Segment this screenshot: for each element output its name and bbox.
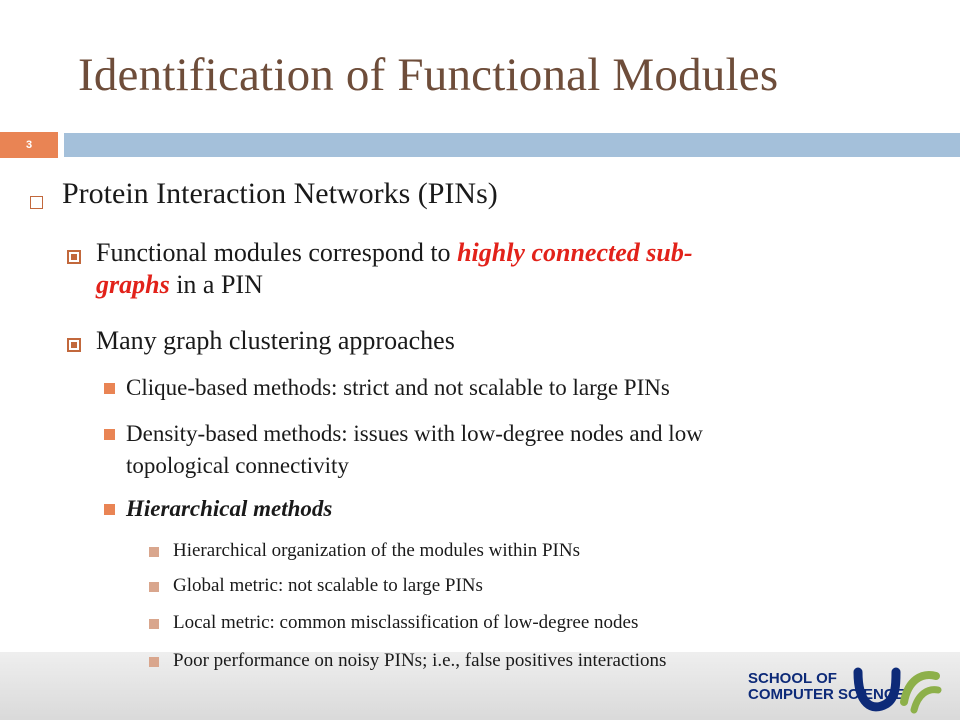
bullet-l4-organization: Hierarchical organization of the modules… xyxy=(173,540,580,561)
bullet-l4-noisy: Poor performance on noisy PINs; i.e., fa… xyxy=(173,650,667,671)
square-bullet-icon xyxy=(67,250,81,264)
filled-square-bullet-icon xyxy=(149,657,159,667)
bullet-l1-pins: Protein Interaction Networks (PINs) xyxy=(62,177,498,210)
emphasis-text: highly connected sub- xyxy=(457,238,693,267)
outline-bullet-icon xyxy=(30,196,43,209)
bullet-l3-hierarchical: Hierarchical methods xyxy=(126,496,333,521)
slide-number: 3 xyxy=(0,132,58,158)
text-line: topological connectivity xyxy=(126,453,349,478)
bullet-l4-global: Global metric: not scalable to large PIN… xyxy=(173,575,483,596)
emphasis-text: graphs xyxy=(96,270,170,299)
school-logo-icon xyxy=(853,667,942,714)
bullet-l4-local: Local metric: common misclassification o… xyxy=(173,612,639,633)
title-rule-bar xyxy=(64,133,960,157)
filled-square-bullet-icon xyxy=(149,547,159,557)
filled-square-bullet-icon xyxy=(104,383,115,394)
text-segment: Functional modules correspond to xyxy=(96,238,458,267)
text-segment: in a PIN xyxy=(169,270,263,299)
filled-square-bullet-icon xyxy=(104,429,115,440)
filled-square-bullet-icon xyxy=(149,619,159,629)
text-line: Density-based methods: issues with low-d… xyxy=(126,421,703,446)
footer-band xyxy=(0,652,960,720)
bullet-l3-density: Density-based methods: issues with low-d… xyxy=(126,418,703,482)
bullet-l2-functional-modules: Functional modules correspond to highly … xyxy=(96,237,693,301)
bullet-l3-clique: Clique-based methods: strict and not sca… xyxy=(126,375,670,400)
square-bullet-icon xyxy=(67,338,81,352)
logo-line: SCHOOL OF xyxy=(748,670,837,687)
slide-title: Identification of Functional Modules xyxy=(78,49,779,101)
filled-square-bullet-icon xyxy=(149,582,159,592)
filled-square-bullet-icon xyxy=(104,504,115,515)
bullet-l2-clustering: Many graph clustering approaches xyxy=(96,326,455,355)
